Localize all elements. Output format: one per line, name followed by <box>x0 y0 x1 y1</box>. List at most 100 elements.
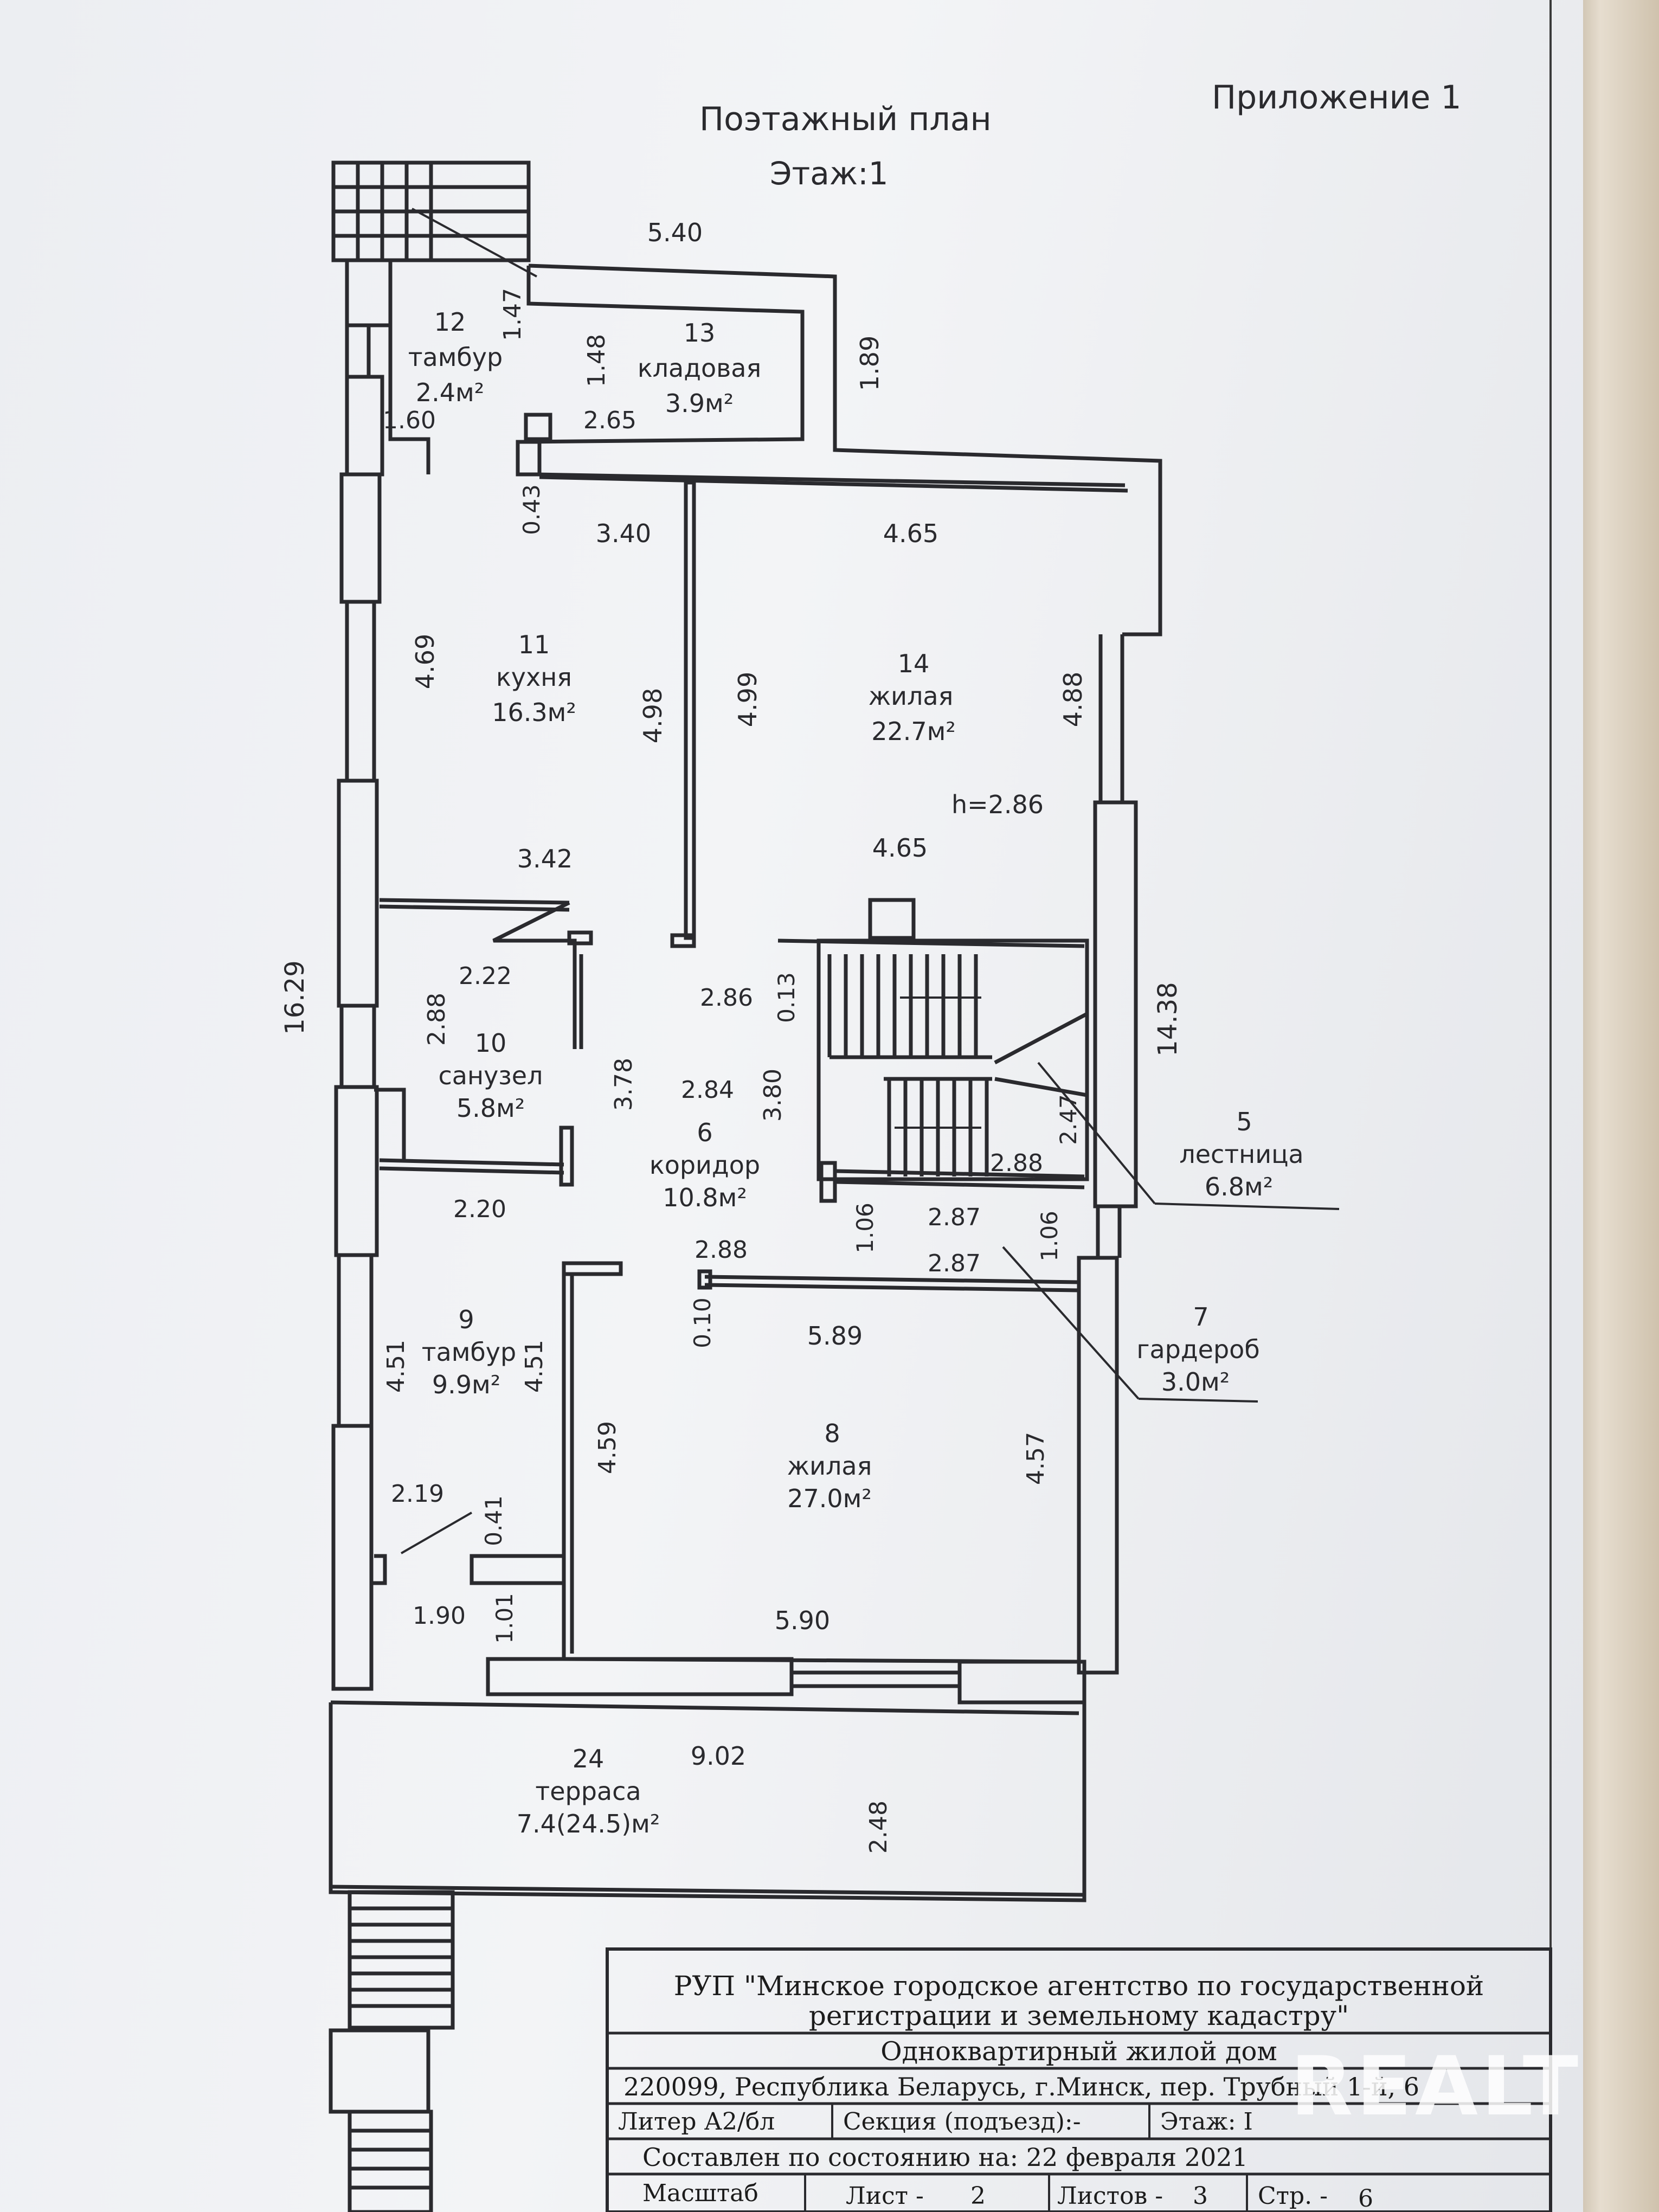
stamp-page-label: Стр. - <box>1258 2182 1328 2210</box>
dim-248: 2.48 <box>865 1801 892 1854</box>
room-24-number: 24 <box>573 1744 605 1773</box>
dim-540: 5.40 <box>647 218 703 247</box>
dim-106-left: 1.06 <box>852 1203 878 1253</box>
room-9-number: 9 <box>458 1305 474 1334</box>
room-24-name: терраса <box>535 1777 641 1806</box>
room-6-name: коридор <box>650 1150 760 1180</box>
stamp-sheets-value: 3 <box>1193 2182 1208 2210</box>
dimension-labels: 5.40 1.60 2.65 3.40 4.65 3.42 4.65 2.22 … <box>280 218 1183 1854</box>
dim-590: 5.90 <box>775 1606 830 1635</box>
room-8-number: 8 <box>824 1419 840 1448</box>
stamp-date: Составлен по состоянию на: 22 февраля 20… <box>642 2143 1248 2172</box>
room-labels: 12 тамбур 2.4м² 13 кладовая 3.9м² 11 кух… <box>408 307 1304 1838</box>
dim-451-left: 4.51 <box>382 1340 410 1393</box>
floor-label: Этаж:1 <box>770 155 889 192</box>
title-block-frame <box>606 1947 1552 2212</box>
dim-222: 2.22 <box>459 962 512 990</box>
stamp-page-value: 6 <box>1358 2185 1373 2212</box>
room-5-area: 6.8м² <box>1205 1172 1273 1201</box>
room-12-number: 12 <box>434 307 466 337</box>
dim-287-bottom: 2.87 <box>928 1250 981 1277</box>
room-9-name: тамбур <box>422 1338 516 1367</box>
room-11-name: кухня <box>496 663 572 692</box>
room-14-area: 22.7м² <box>871 717 956 746</box>
dim-043: 0.43 <box>518 484 545 535</box>
stamp-org-line1: РУП "Минское городское агентство по госу… <box>674 1970 1484 2002</box>
room-5-number: 5 <box>1236 1107 1252 1136</box>
room-6-area: 10.8м² <box>663 1183 747 1212</box>
dim-220: 2.20 <box>453 1195 506 1223</box>
dim-499: 4.99 <box>733 672 762 727</box>
dim-265: 2.65 <box>583 407 636 434</box>
dim-247: 2.47 <box>1055 1094 1082 1145</box>
dim-101: 1.01 <box>491 1593 518 1644</box>
room-10-number: 10 <box>475 1028 507 1058</box>
dim-288-sanuzel: 2.88 <box>423 993 451 1046</box>
stamp-sheet-value: 2 <box>970 2182 986 2210</box>
dim-106-right: 1.06 <box>1036 1211 1063 1262</box>
room-9-area: 9.9м² <box>432 1370 500 1399</box>
dim-469: 4.69 <box>410 634 440 689</box>
stamp-litera: Литер А2/бл <box>618 2108 775 2136</box>
stamp-sheet-label: Лист - <box>846 2182 924 2210</box>
dim-010: 0.10 <box>689 1297 716 1348</box>
realt-watermark: REALT <box>1290 2040 1581 2134</box>
dim-013: 0.13 <box>773 972 800 1023</box>
walls <box>329 160 1162 2212</box>
dim-488: 4.88 <box>1058 672 1088 727</box>
dim-378: 3.78 <box>610 1058 638 1111</box>
stamp-sheets-label: Листов - <box>1057 2182 1163 2210</box>
dim-380: 3.80 <box>759 1069 787 1122</box>
dim-465-bottom: 4.65 <box>872 833 928 863</box>
room-7-number: 7 <box>1193 1302 1208 1332</box>
plan-title: Поэтажный план <box>699 100 992 138</box>
room-8-area: 27.0м² <box>787 1484 872 1513</box>
room-8-name: жилая <box>787 1451 872 1481</box>
room-12-area: 2.4м² <box>416 378 484 407</box>
dim-189: 1.89 <box>855 336 884 391</box>
stamp-address: 220099, Республика Беларусь, г.Минск, пе… <box>623 2072 1419 2101</box>
room-7-area: 3.0м² <box>1161 1367 1230 1397</box>
dim-589: 5.89 <box>807 1321 863 1351</box>
dim-219: 2.19 <box>391 1480 444 1508</box>
dim-160: 1.60 <box>383 407 436 434</box>
room-6-number: 6 <box>697 1118 712 1147</box>
room-7-name: гардероб <box>1136 1335 1259 1364</box>
paper-sheet <box>0 0 1583 2212</box>
stamp-floor: Этаж: I <box>1160 2108 1253 2136</box>
room-10-name: санузел <box>439 1061 543 1090</box>
room-11-area: 16.3м² <box>492 698 576 727</box>
stamp-object: Одноквартирный жилой дом <box>880 2036 1277 2067</box>
room-13-area: 3.9м² <box>665 389 734 418</box>
dim-465-top: 4.65 <box>883 519 938 548</box>
dim-190: 1.90 <box>413 1602 466 1630</box>
stamp-scale-label: Масштаб <box>642 2179 758 2207</box>
dim-288-stair: 2.88 <box>990 1149 1043 1177</box>
dim-041: 0.41 <box>480 1495 507 1546</box>
dim-457: 4.57 <box>1022 1432 1050 1485</box>
title-block: РУП "Минское городское агентство по госу… <box>606 1947 1552 2212</box>
dim-148: 1.48 <box>583 334 610 387</box>
dim-340: 3.40 <box>596 519 651 548</box>
dim-342: 3.42 <box>517 844 573 873</box>
room-13-number: 13 <box>684 318 716 348</box>
room-12-name: тамбур <box>408 343 503 372</box>
dim-1629: 16.29 <box>280 960 310 1034</box>
dim-459: 4.59 <box>594 1421 621 1474</box>
room-14-number: 14 <box>898 649 930 678</box>
stamp-org-line2: регистрации и земельному кадастру" <box>809 2000 1349 2031</box>
stamp-section: Секция (подъезд):- <box>843 2108 1081 2136</box>
dim-902: 9.02 <box>691 1741 746 1771</box>
dim-286: 2.86 <box>700 984 753 1012</box>
dim-287-top: 2.87 <box>928 1204 981 1231</box>
room-24-area: 7.4(24.5)м² <box>517 1809 660 1838</box>
room-5-name: лестница <box>1179 1140 1303 1169</box>
appendix-label: Приложение 1 <box>1212 79 1462 117</box>
room-10-area: 5.8м² <box>456 1094 525 1123</box>
ceiling-height-note: h=2.86 <box>951 790 1044 819</box>
dim-284: 2.84 <box>681 1076 734 1104</box>
room-11-number: 11 <box>518 630 550 659</box>
dim-288-corridor: 2.88 <box>695 1236 748 1264</box>
